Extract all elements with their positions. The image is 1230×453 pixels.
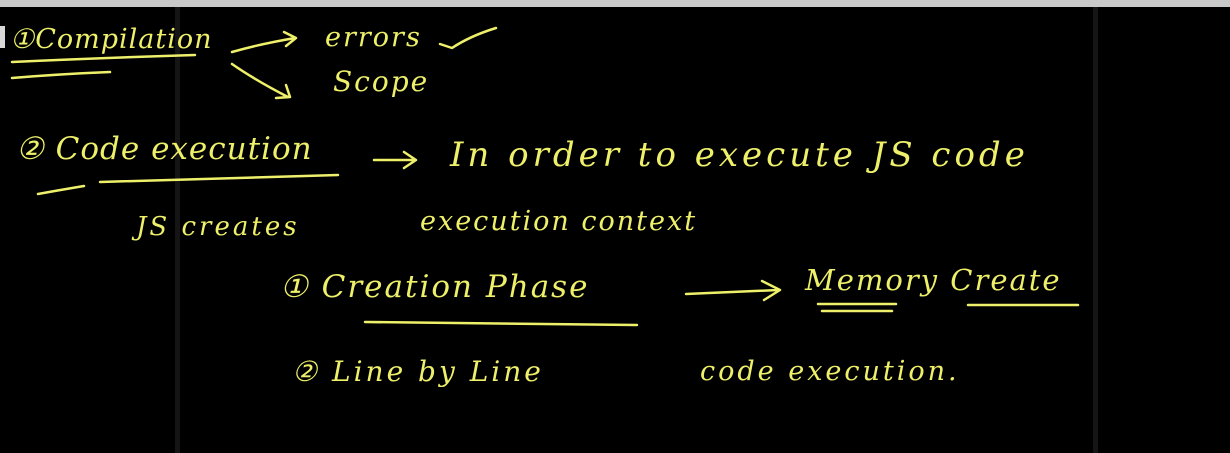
arrow-to-memory-create-icon	[684, 279, 782, 302]
right-guide-line	[1093, 7, 1098, 453]
arrow-to-in-order-icon	[372, 150, 418, 170]
code-execution-underline	[98, 173, 340, 184]
creation-phase-underline	[363, 320, 639, 327]
code-execution-2-text: code execution.	[700, 356, 960, 387]
errors-label: errors	[325, 22, 422, 53]
in-order-text: In order to execute JS code	[450, 135, 1029, 175]
compilation-underline	[10, 53, 197, 64]
left-edge-marker	[0, 26, 5, 48]
arrow-to-scope-icon	[230, 62, 292, 100]
checkmark-icon	[438, 26, 498, 50]
memory-create-text: Memory Create	[805, 263, 1062, 297]
arrow-to-errors-icon	[230, 30, 298, 54]
code-execution-heading: ② Code execution	[16, 131, 313, 167]
code-execution-underline-2	[36, 184, 86, 196]
left-guide-line	[175, 7, 180, 453]
creation-phase-text: ① Creation Phase	[280, 269, 590, 305]
window-top-bar	[0, 0, 1230, 7]
line-by-line-text: ② Line by Line	[292, 355, 544, 388]
scope-label: Scope	[333, 65, 430, 98]
js-creates-text: JS creates	[136, 212, 300, 242]
compilation-underline-2	[10, 70, 112, 80]
compilation-heading: ①Compilation	[10, 24, 213, 55]
execution-context-text: execution context	[420, 206, 698, 237]
